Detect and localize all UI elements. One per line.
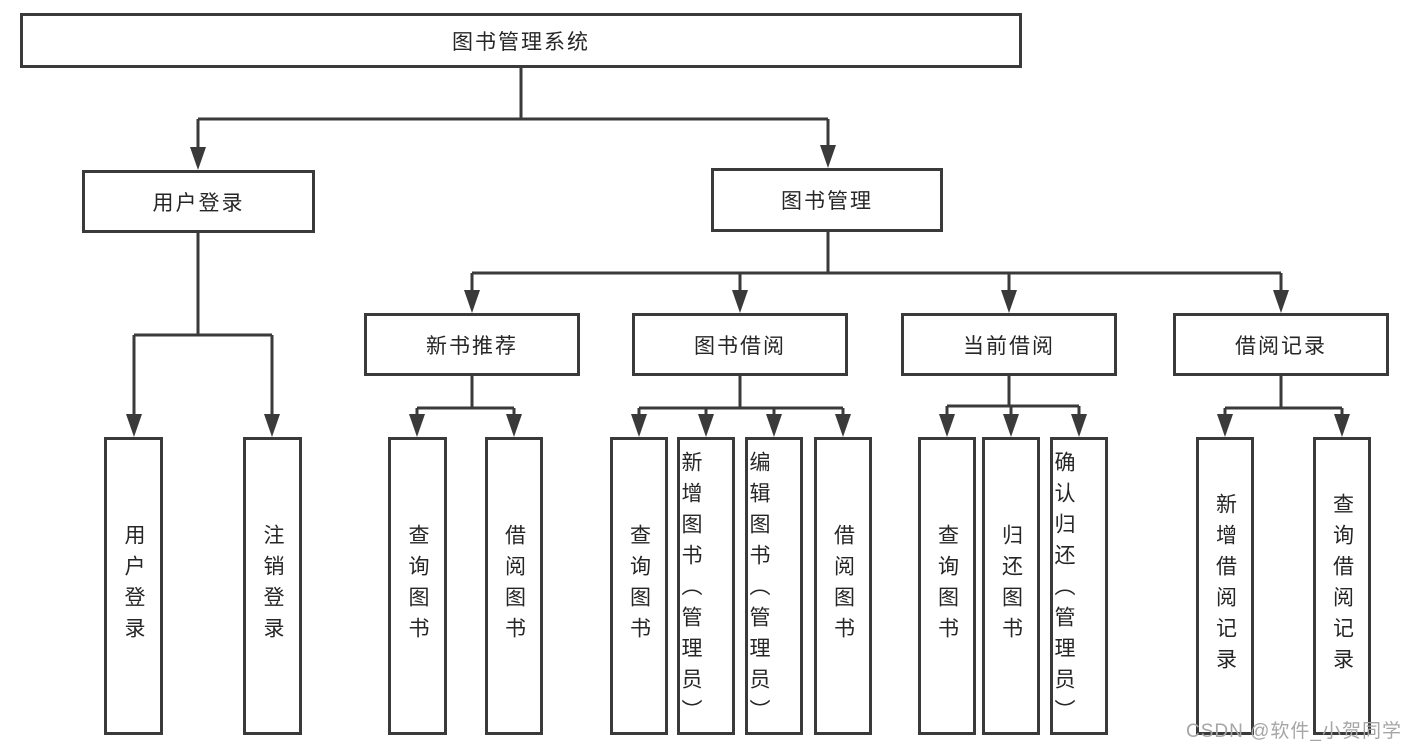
node-user-login: 用户登录 xyxy=(82,170,315,233)
node-root: 图书管理系统 xyxy=(20,13,1022,68)
leaf-borrow-edit-label: 编辑图书（管理员） xyxy=(747,450,770,730)
node-new-book: 新书推荐 xyxy=(364,313,580,376)
leaf-current-return: 归还图书 xyxy=(982,437,1040,735)
leaf-user-login-label: 用户登录 xyxy=(122,524,145,648)
leaf-current-query-label: 查询图书 xyxy=(935,524,959,648)
leaf-user-login: 用户登录 xyxy=(104,437,163,735)
leaf-borrow-query: 查询图书 xyxy=(610,437,668,735)
leaf-current-return-label: 归还图书 xyxy=(999,524,1023,648)
node-borrow-record: 借阅记录 xyxy=(1173,313,1389,376)
leaf-record-add: 新增借阅记录 xyxy=(1196,437,1254,735)
arrowheads xyxy=(126,145,1350,437)
node-user-login-label: 用户登录 xyxy=(152,191,245,215)
leaf-borrow-edit: 编辑图书（管理员） xyxy=(745,437,803,735)
leaf-record-query: 查询借阅记录 xyxy=(1313,437,1371,735)
leaf-borrow-add: 新增图书（管理员） xyxy=(677,437,735,735)
node-current-borrow: 当前借阅 xyxy=(901,313,1117,376)
leaf-logout-label: 注销登录 xyxy=(261,524,284,648)
leaf-current-confirm-label: 确认归还（管理员） xyxy=(1052,450,1075,730)
node-book-borrow-label: 图书借阅 xyxy=(694,334,786,358)
node-new-book-label: 新书推荐 xyxy=(426,334,518,358)
node-root-label: 图书管理系统 xyxy=(452,30,590,54)
leaf-borrow-query-label: 查询图书 xyxy=(627,524,651,648)
leaf-record-query-label: 查询借阅记录 xyxy=(1330,493,1354,679)
node-book-mgmt: 图书管理 xyxy=(711,168,943,232)
leaf-record-add-label: 新增借阅记录 xyxy=(1213,493,1237,679)
leaf-borrow-borrow: 借阅图书 xyxy=(814,437,872,735)
leaf-borrow-add-label: 新增图书（管理员） xyxy=(679,450,702,730)
watermark-text: CSDN @软件_小贺同学 xyxy=(1186,721,1402,742)
leaf-newbook-borrow: 借阅图书 xyxy=(485,437,543,735)
leaf-newbook-query-label: 查询图书 xyxy=(406,524,429,648)
leaf-newbook-borrow-label: 借阅图书 xyxy=(502,524,526,648)
leaf-current-confirm: 确认归还（管理员） xyxy=(1050,437,1108,735)
node-borrow-record-label: 借阅记录 xyxy=(1235,334,1327,358)
leaf-newbook-query: 查询图书 xyxy=(388,437,447,735)
leaf-current-query: 查询图书 xyxy=(918,437,976,735)
node-current-borrow-label: 当前借阅 xyxy=(963,334,1055,358)
leaf-logout: 注销登录 xyxy=(243,437,302,735)
leaf-borrow-borrow-label: 借阅图书 xyxy=(831,524,855,648)
node-book-borrow: 图书借阅 xyxy=(632,313,848,376)
node-book-mgmt-label: 图书管理 xyxy=(781,190,873,213)
